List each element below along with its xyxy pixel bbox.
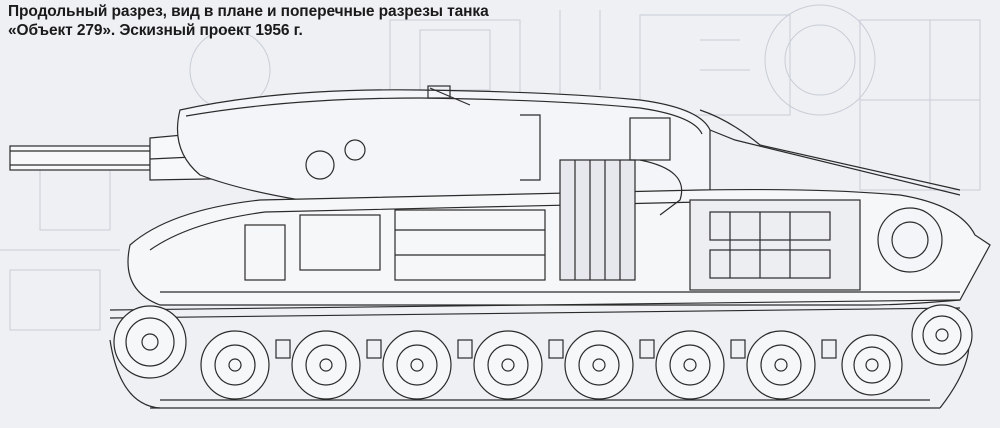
road-wheel: [291, 330, 361, 400]
background-plan-views: [0, 4, 981, 331]
drive-sprocket: [113, 305, 187, 379]
hull: [127, 188, 991, 306]
internal-mechanisms: [244, 114, 671, 281]
road-wheel: [382, 330, 452, 400]
road-wheel: [564, 330, 634, 400]
figure-caption: Продольный разрез, вид в плане и попереч…: [8, 2, 708, 40]
caption-line-2: «Объект 279». Эскизный проект 1956 г.: [8, 22, 303, 39]
engine-block: [689, 199, 943, 291]
suspension-units: [275, 339, 837, 359]
road-wheel: [473, 330, 543, 400]
road-wheel: [841, 334, 903, 396]
track-upper-run: [109, 299, 961, 319]
road-wheel: [200, 330, 270, 400]
ammo-rack: [559, 159, 683, 281]
idler-wheel: [911, 304, 973, 366]
caption-line-1: Продольный разрез, вид в плане и попереч…: [8, 3, 489, 20]
road-wheel: [655, 330, 725, 400]
road-wheel: [746, 330, 816, 400]
road-wheels: [200, 330, 903, 400]
